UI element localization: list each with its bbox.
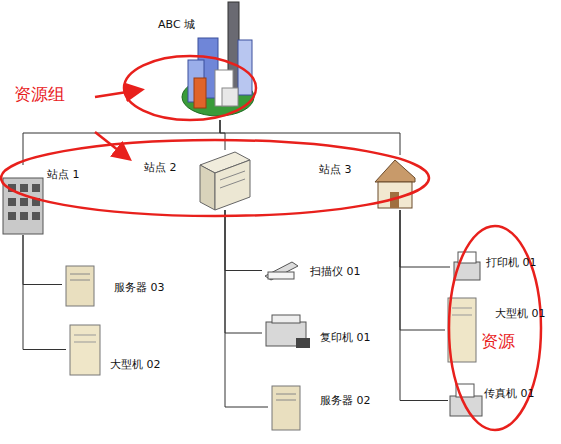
node-label: 大型机 02 <box>110 358 161 371</box>
resource-node: 大型机 01 <box>445 295 557 365</box>
site-node: 站点 2 <box>140 150 255 210</box>
node-label: 服务器 03 <box>114 281 165 294</box>
resource-node: 传真机 01 <box>448 378 558 423</box>
highlight-ellipse <box>449 226 541 430</box>
connector-line <box>220 120 225 150</box>
connector-line <box>225 210 262 333</box>
connector-line <box>400 210 448 401</box>
node-label: ABC 城 <box>158 18 195 31</box>
server-icon <box>66 266 94 306</box>
connector-line <box>220 120 400 155</box>
site-node: 站点 3 <box>315 155 415 210</box>
annotation-label: 资源 <box>481 331 515 351</box>
connector-line <box>225 210 268 407</box>
connector-line <box>400 210 445 330</box>
pointer-arrow <box>95 132 128 158</box>
node-label: 站点 1 <box>47 168 80 181</box>
resource-node: 扫描仪 01 <box>262 258 382 283</box>
connector-line <box>400 210 450 267</box>
office-building-icon <box>3 178 43 234</box>
annotation-label: 资源组 <box>14 84 65 104</box>
node-label: 打印机 01 <box>486 256 537 269</box>
pointer-arrow <box>95 90 140 97</box>
resource-node: 大型机 02 <box>66 322 176 377</box>
copier-icon <box>266 315 310 348</box>
highlight-ellipse <box>1 140 429 216</box>
node-label: 站点 3 <box>319 163 352 176</box>
resource-node: 服务器 03 <box>62 262 182 307</box>
fax-icon <box>450 384 482 416</box>
resource-node: 打印机 01 <box>450 248 555 286</box>
node-label: 站点 2 <box>144 161 177 174</box>
node-label: 服务器 02 <box>320 394 371 407</box>
scanner-icon <box>265 262 298 280</box>
mainframe-icon <box>70 325 100 375</box>
node-label: 扫描仪 01 <box>310 265 361 278</box>
server-icon <box>272 386 300 430</box>
node-label: 复印机 01 <box>320 331 371 344</box>
city-node: ABC 城 <box>155 4 260 120</box>
site-node: 站点 1 <box>0 165 85 235</box>
resource-node: 服务器 02 <box>268 382 383 432</box>
server-station-icon <box>200 152 250 210</box>
resource-node: 复印机 01 <box>262 312 387 354</box>
node-label: 大型机 01 <box>495 307 546 320</box>
connector-line <box>23 235 62 285</box>
node-label: 传真机 01 <box>484 387 535 400</box>
connector-line <box>225 210 262 271</box>
connector-line <box>23 235 66 350</box>
highlight-ellipse <box>124 56 256 120</box>
mainframe-icon <box>448 298 476 362</box>
